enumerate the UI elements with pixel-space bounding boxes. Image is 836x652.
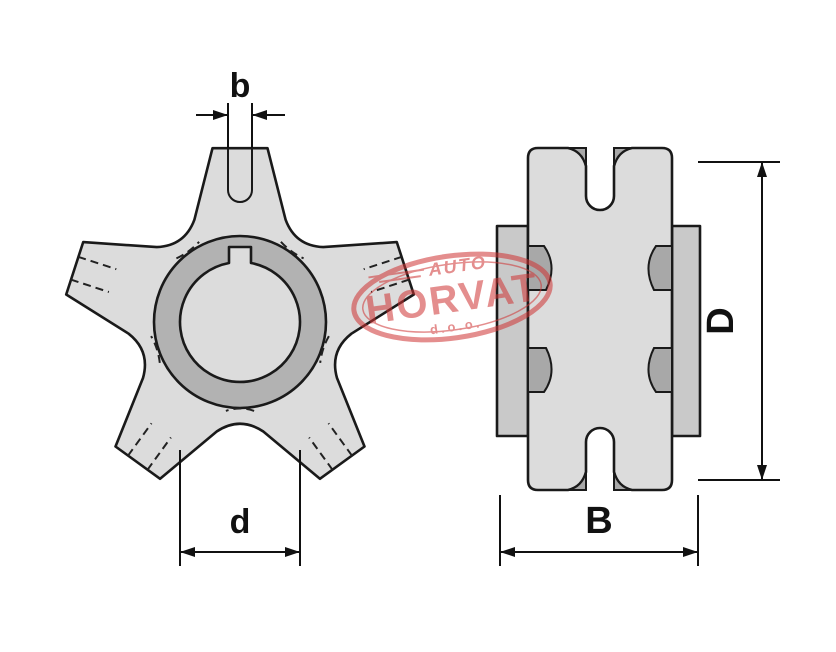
label-D: D [700,307,742,334]
hub-flange-right [670,224,702,438]
watermark-suffix-text: d.o.o. [429,315,483,337]
hub-flange-left [495,224,530,438]
front-view [64,146,416,481]
side-view [495,146,702,492]
label-B: B [585,500,612,542]
arrowhead [757,162,767,177]
bore-with-keyway [178,245,302,384]
arrowhead [683,547,698,557]
arrowhead [213,110,228,120]
tooth-slot [227,149,253,203]
dimension-d: d [179,450,301,566]
watermark-speed-line [368,268,425,279]
dimension-b: b [196,67,285,148]
dimension-B: B [499,495,699,566]
arrowhead [757,465,767,480]
watermark-ellipse-outer [351,251,553,343]
dimension-D: D [698,161,780,481]
notch-wedges [567,147,633,491]
hidden-slot-lines [70,241,410,471]
label-d: d [230,503,251,541]
watermark-logo: AUTO HORVAT d.o.o. [351,251,553,343]
arrowhead [252,110,267,120]
arrowhead [285,547,300,557]
watermark-speed-line [379,275,421,283]
arrowhead [180,547,195,557]
label-b: b [230,67,251,105]
arrowhead [500,547,515,557]
watermark-ellipse-inner [362,261,542,333]
side-body-outline [526,146,674,492]
